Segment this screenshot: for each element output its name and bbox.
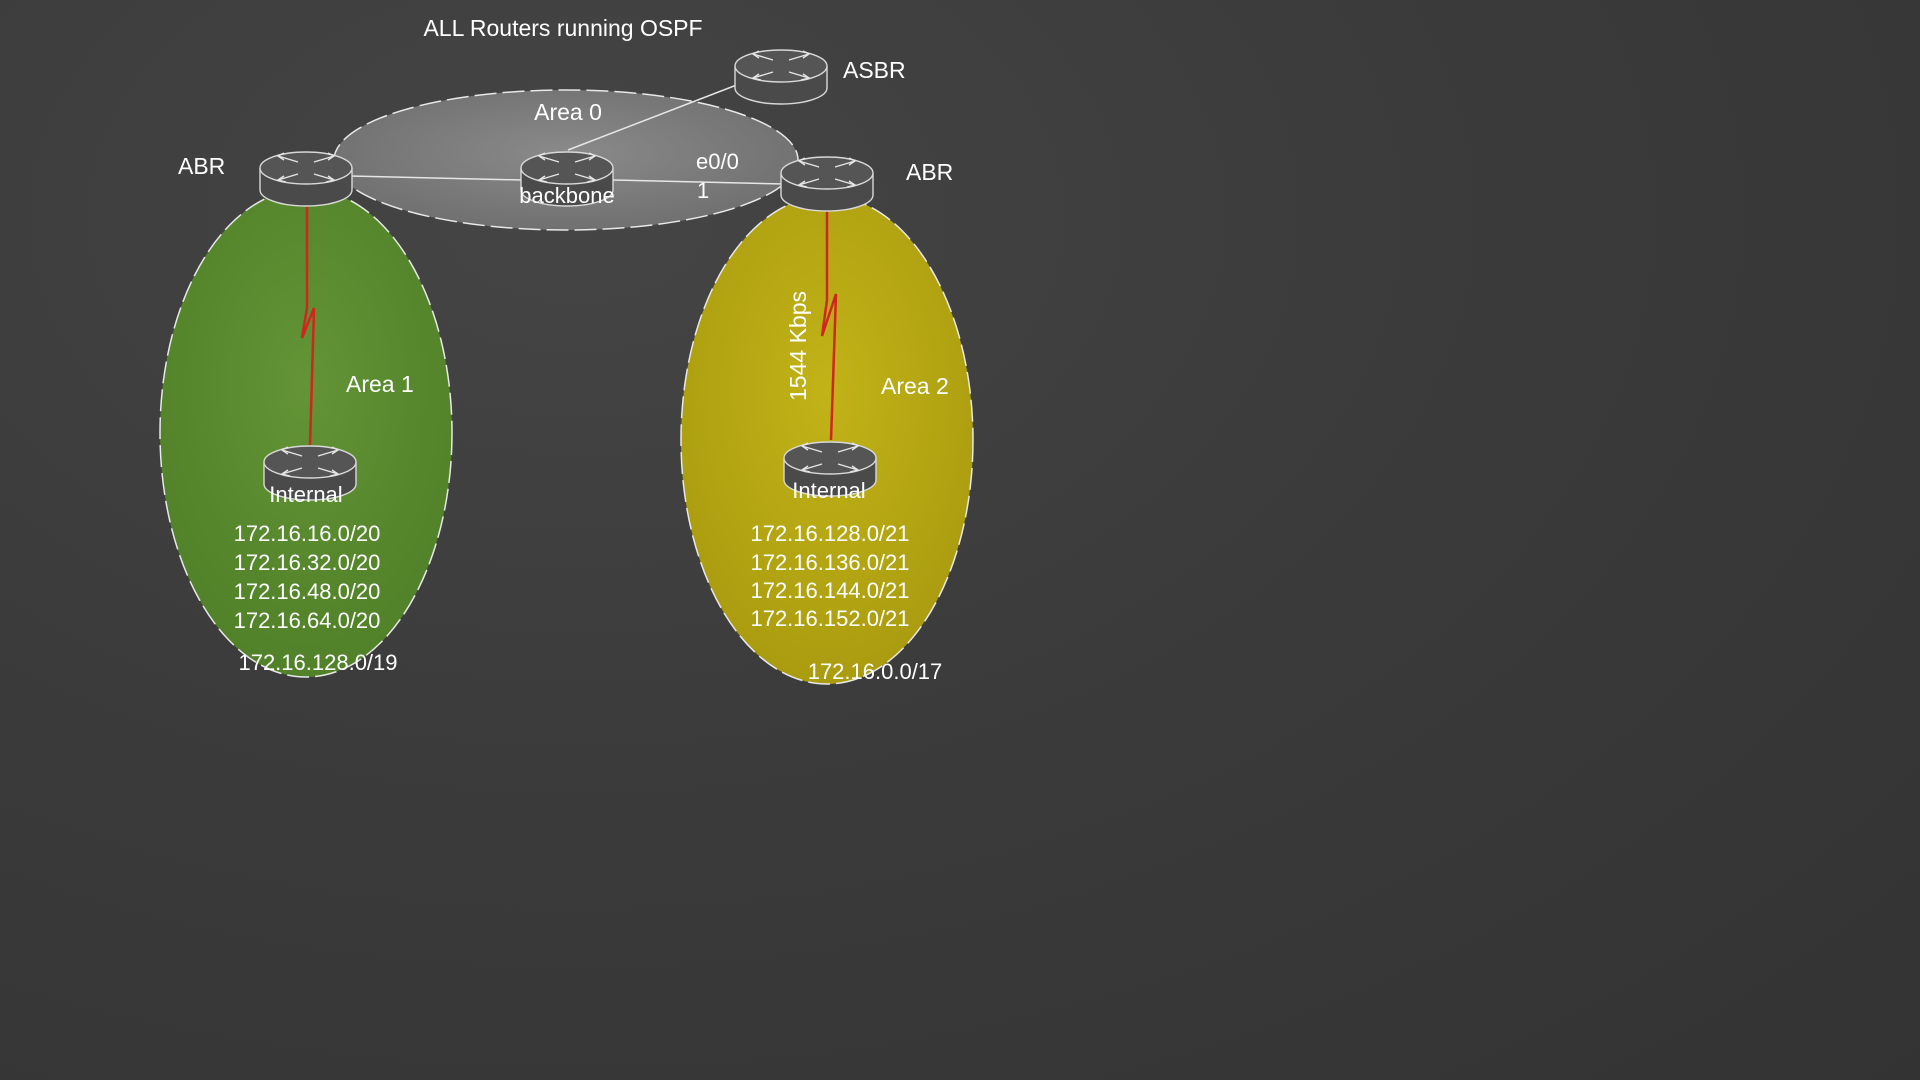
abr-right-label: ABR [906, 159, 953, 185]
backbone-label: backbone [519, 183, 614, 208]
backbone-right-abr-link [611, 179, 786, 185]
asbr-label: ASBR [843, 57, 906, 83]
area2-label: Area 2 [881, 373, 949, 399]
serial-bandwidth-label: 1544 Kbps [785, 291, 811, 401]
internal-left-label: Internal [269, 482, 342, 507]
abr-left-label: ABR [178, 153, 225, 179]
abr-left-router-icon[interactable] [259, 151, 353, 207]
internal-right-label: Internal [792, 478, 865, 503]
area1-network: 172.16.64.0/20 [234, 608, 381, 633]
area2-network: 172.16.128.0/21 [750, 521, 909, 546]
area2-summary: 172.16.0.0/17 [808, 659, 943, 684]
left-abr-backbone-link [349, 175, 523, 181]
backbone-interface-label: e0/0 [696, 149, 739, 174]
abr-right-router-icon[interactable] [780, 156, 874, 212]
diagram-title: ALL Routers running OSPF [423, 15, 702, 41]
area2-network: 172.16.152.0/21 [750, 606, 909, 631]
asbr-backbone-link [567, 75, 761, 151]
backbone-cost-label: 1 [697, 178, 709, 203]
area2-network: 172.16.136.0/21 [750, 550, 909, 575]
area1-label: Area 1 [346, 371, 414, 397]
area1-network: 172.16.32.0/20 [234, 550, 381, 575]
asbr-router-icon[interactable] [734, 49, 828, 105]
area2-serial-link [820, 200, 838, 441]
area2-network: 172.16.144.0/21 [750, 578, 909, 603]
area1-summary: 172.16.128.0/19 [238, 650, 397, 675]
area0-label: Area 0 [534, 99, 602, 125]
area1-serial-link [300, 190, 316, 446]
area1-network: 172.16.16.0/20 [234, 521, 381, 546]
area1-network: 172.16.48.0/20 [234, 579, 381, 604]
